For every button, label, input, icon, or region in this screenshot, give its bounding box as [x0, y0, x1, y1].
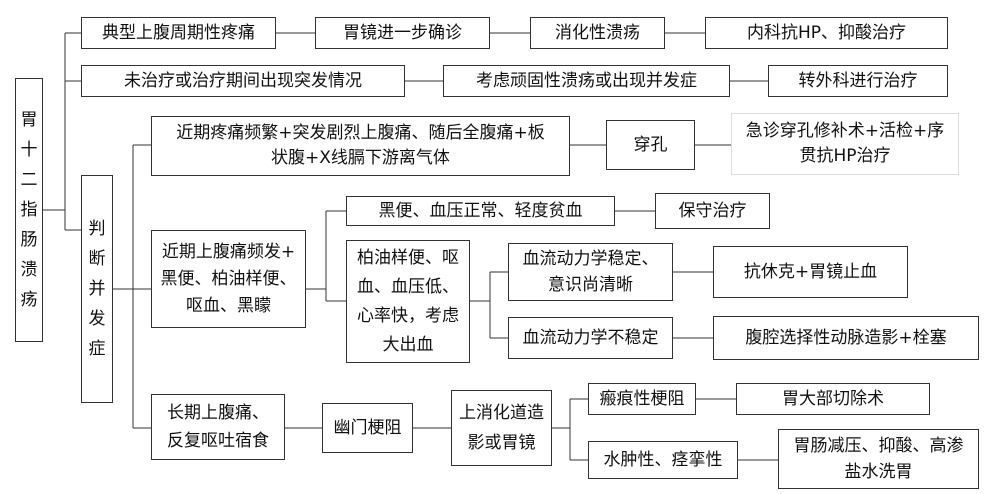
bleeding-symptom-box: 近期上腹痛频发+ 黑便、柏油样便、 呕血、黑矇	[151, 230, 306, 328]
root-char: 二	[20, 170, 38, 190]
hemodynamic-stable-line: 血流动力学稳定、	[522, 249, 659, 269]
endoscopic-hemostasis-label: 抗休克+胃镜止血	[743, 261, 878, 282]
typical-pain-label: 典型上腹周期性疼痛	[102, 22, 255, 43]
sudden-event-label: 未治疗或治疗期间出现突发情况	[124, 70, 362, 91]
perforation-symptom-box: 近期疼痛频繁+突发剧烈上腹痛、随后全腹痛+板 状腹+X线膈下游离气体	[151, 116, 570, 176]
decompression-box: 胃肠减压、抑酸、高渗 盐水洗胃	[778, 429, 979, 489]
root-char: 疡	[20, 290, 38, 310]
perforation-box: 穿孔	[606, 120, 695, 170]
obstruction-symptom-line: 长期上腹痛、	[167, 403, 269, 423]
hemodynamic-stable-line: 意识尚清晰	[548, 275, 633, 295]
conservative-treatment-label: 保守治疗	[678, 200, 747, 221]
bleeding-symptom-line: 黑便、柏油样便、	[160, 268, 297, 289]
conservative-treatment-box: 保守治疗	[655, 193, 770, 229]
perforation-symptom-line: 状腹+X线膈下游离气体	[271, 148, 450, 168]
medical-treatment-label: 内科抗HP、抑酸治疗	[746, 22, 907, 43]
sudden-event-box: 未治疗或治疗期间出现突发情况	[81, 65, 405, 97]
obstruction-symptom-line: 反复呕吐宿食	[167, 431, 269, 451]
endoscopic-hemostasis-box: 抗休克+胃镜止血	[713, 246, 908, 298]
refractory-ulcer-label: 考虑顽固性溃疡或出现并发症	[476, 70, 697, 91]
upper-gi-exam-line: 影或胃镜	[467, 433, 536, 453]
perforation-treatment-box: 急诊穿孔修补术+活检+序 贯抗HP治疗	[731, 113, 959, 175]
scar-obstruction-box: 瘢痕性梗阻	[588, 383, 696, 415]
pyloric-obstruction-label: 幽门梗阻	[333, 417, 402, 438]
gastroscopy-confirm-label: 胃镜进一步确诊	[343, 22, 462, 43]
root-char: 肠	[20, 230, 38, 250]
upper-gi-exam-box: 上消化道造 影或胃镜	[451, 390, 552, 466]
edema-spasm-label: 水肿性、痉挛性	[603, 449, 723, 470]
severe-bleeding-line: 血、血压低、	[357, 276, 459, 297]
root-char: 胃	[20, 110, 38, 130]
hemodynamic-unstable-box: 血流动力学不稳定	[508, 317, 673, 359]
bleeding-symptom-line: 近期上腹痛频发+	[161, 241, 296, 262]
complications-char: 断	[88, 249, 106, 269]
medical-treatment-box: 内科抗HP、抑酸治疗	[705, 17, 948, 49]
complications-char: 发	[88, 309, 106, 329]
perforation-treatment-line: 急诊穿孔修补术+活检+序	[745, 121, 945, 141]
surgery-referral-label: 转外科进行治疗	[798, 70, 918, 91]
bleeding-symptom-line: 呕血、黑矇	[186, 295, 271, 316]
severe-bleeding-line: 心率快，考虑	[357, 305, 459, 326]
decompression-line: 胃肠减压、抑酸、高渗	[793, 436, 964, 456]
root-char: 指	[20, 200, 38, 220]
hemodynamic-unstable-label: 血流动力学不稳定	[522, 327, 659, 348]
root-char: 溃	[20, 260, 38, 280]
mild-bleeding-box: 黑便、血压正常、轻度贫血	[346, 196, 615, 226]
scar-obstruction-label: 瘢痕性梗阻	[599, 388, 685, 409]
typical-pain-box: 典型上腹周期性疼痛	[81, 17, 276, 49]
embolization-box: 腹腔选择性动脉造影+栓塞	[713, 316, 979, 360]
complications-box: 判 断 并 发 症	[81, 175, 113, 403]
mild-bleeding-label: 黑便、血压正常、轻度贫血	[378, 200, 583, 221]
complications-char: 并	[88, 279, 106, 299]
gastrectomy-box: 胃大部切除术	[736, 383, 930, 415]
root-char: 十	[20, 140, 38, 160]
complications-char: 判	[88, 219, 106, 239]
gastroscopy-confirm-box: 胃镜进一步确诊	[315, 17, 490, 49]
severe-bleeding-line: 大出血	[382, 334, 434, 355]
severe-bleeding-box: 柏油样便、呕 血、血压低、 心率快，考虑 大出血	[346, 240, 470, 363]
root-box: 胃 十 二 指 肠 溃 疡	[15, 78, 43, 342]
complications-char: 症	[88, 339, 106, 359]
peptic-ulcer-label: 消化性溃疡	[555, 22, 640, 43]
embolization-label: 腹腔选择性动脉造影+栓塞	[745, 327, 947, 348]
perforation-treatment-line: 贯抗HP治疗	[799, 146, 891, 166]
hemodynamic-stable-box: 血流动力学稳定、 意识尚清晰	[508, 243, 673, 301]
severe-bleeding-line: 柏油样便、呕	[357, 247, 459, 268]
surgery-referral-box: 转外科进行治疗	[768, 65, 948, 97]
perforation-symptom-line: 近期疼痛频繁+突发剧烈上腹痛、随后全腹痛+板	[176, 123, 545, 143]
gastrectomy-label: 胃大部切除术	[782, 388, 884, 409]
refractory-ulcer-box: 考虑顽固性溃疡或出现并发症	[443, 65, 730, 97]
perforation-label: 穿孔	[633, 134, 668, 155]
upper-gi-exam-line: 上消化道造	[459, 403, 544, 423]
decompression-line: 盐水洗胃	[844, 462, 913, 482]
peptic-ulcer-box: 消化性溃疡	[530, 17, 665, 49]
obstruction-symptom-box: 长期上腹痛、 反复呕吐宿食	[151, 394, 285, 460]
pyloric-obstruction-box: 幽门梗阻	[322, 403, 413, 453]
edema-spasm-box: 水肿性、痉挛性	[588, 441, 738, 479]
